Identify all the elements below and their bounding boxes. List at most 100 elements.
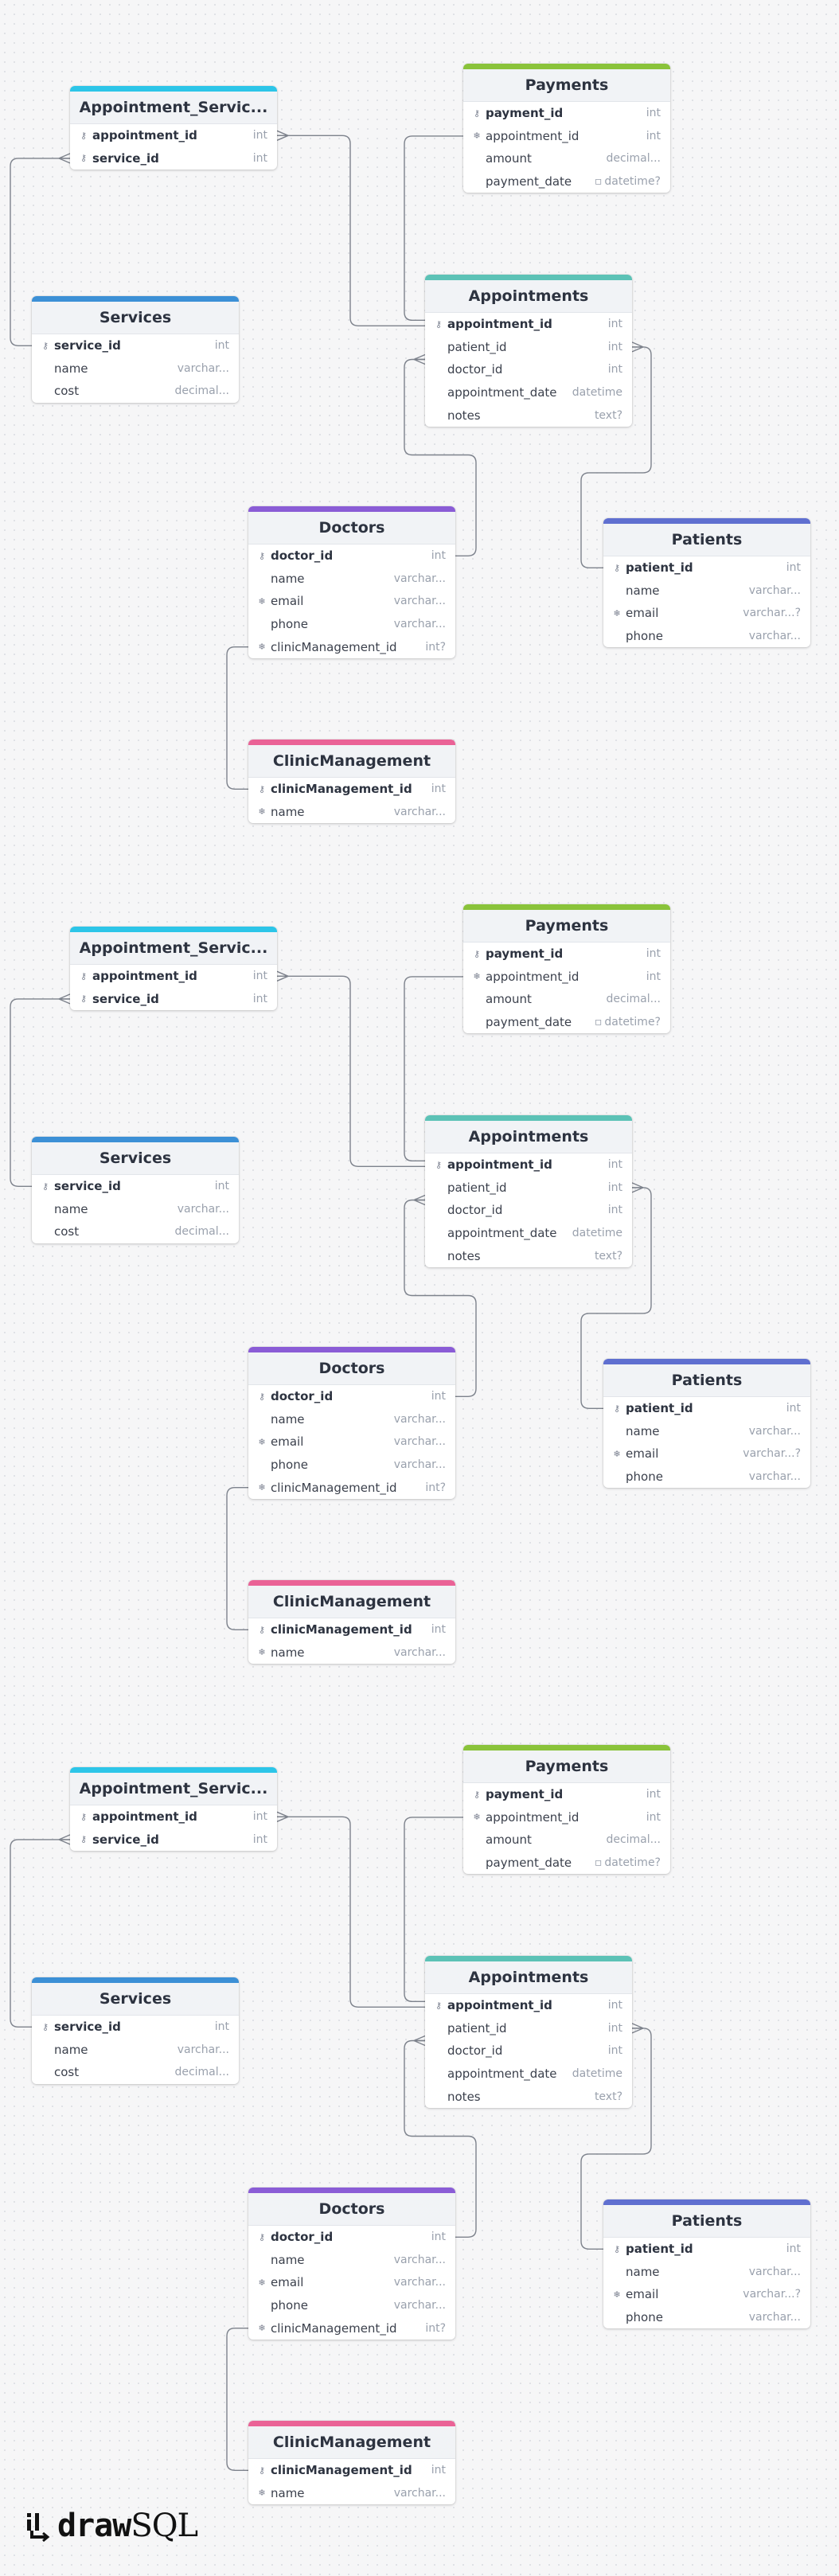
table-title[interactable]: Doctors — [248, 512, 455, 544]
table-title[interactable]: Services — [32, 1983, 239, 2016]
table-title[interactable]: Payments — [463, 1751, 670, 1783]
table-title[interactable]: Patients — [603, 2205, 810, 2238]
relationship-line[interactable] — [226, 1487, 248, 1630]
table-title[interactable]: Appointments — [425, 1961, 632, 1994]
field-row-payment-date[interactable]: payment_date▫datetime? — [463, 170, 670, 193]
table-title[interactable]: ClinicManagement — [248, 2426, 455, 2459]
drawsql-logo[interactable]: drawSQL — [25, 2508, 198, 2544]
table-title[interactable]: Doctors — [248, 1352, 455, 1385]
table-title[interactable]: Appointment_Servic... — [70, 1773, 277, 1805]
field-row-payment-date[interactable]: payment_date▫datetime? — [463, 1852, 670, 1875]
table-title[interactable]: Patients — [603, 524, 810, 556]
table-title[interactable]: Doctors — [248, 2193, 455, 2226]
relationship-line[interactable] — [226, 646, 248, 790]
table-title[interactable]: Payments — [463, 69, 670, 102]
table-title[interactable]: Patients — [603, 1364, 810, 1397]
table-title[interactable]: ClinicManagement — [248, 745, 455, 778]
relationship-line[interactable] — [277, 135, 425, 326]
field-row-payment-date[interactable]: payment_date▫datetime? — [463, 1011, 670, 1034]
table-title[interactable]: Appointment_Servic... — [70, 932, 277, 965]
table-title[interactable]: Services — [32, 302, 239, 334]
table-title[interactable]: Appointments — [425, 280, 632, 313]
table-title[interactable]: ClinicManagement — [248, 1586, 455, 1618]
relationship-line[interactable] — [277, 975, 425, 1167]
relationship-line[interactable] — [277, 1816, 425, 2008]
